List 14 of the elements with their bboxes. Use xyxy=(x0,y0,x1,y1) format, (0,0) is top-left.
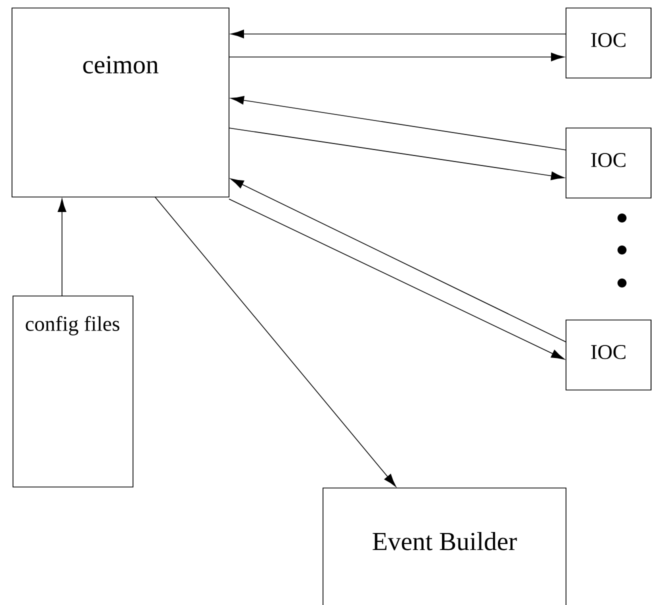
arrow xyxy=(154,196,396,487)
arrow xyxy=(230,30,566,38)
ioc-box: IOC xyxy=(566,128,652,198)
arrow xyxy=(228,128,564,180)
ioc-box: IOC xyxy=(566,8,652,78)
arrow xyxy=(230,178,566,342)
ioc-box: IOC xyxy=(566,320,652,390)
arrow xyxy=(228,198,565,360)
arrow xyxy=(58,198,66,296)
arrow xyxy=(228,52,564,62)
file-box: config files xyxy=(12,296,134,488)
process-box: ceimon xyxy=(12,8,230,198)
process-box: Event Builder xyxy=(322,488,566,605)
arrow xyxy=(230,96,566,150)
